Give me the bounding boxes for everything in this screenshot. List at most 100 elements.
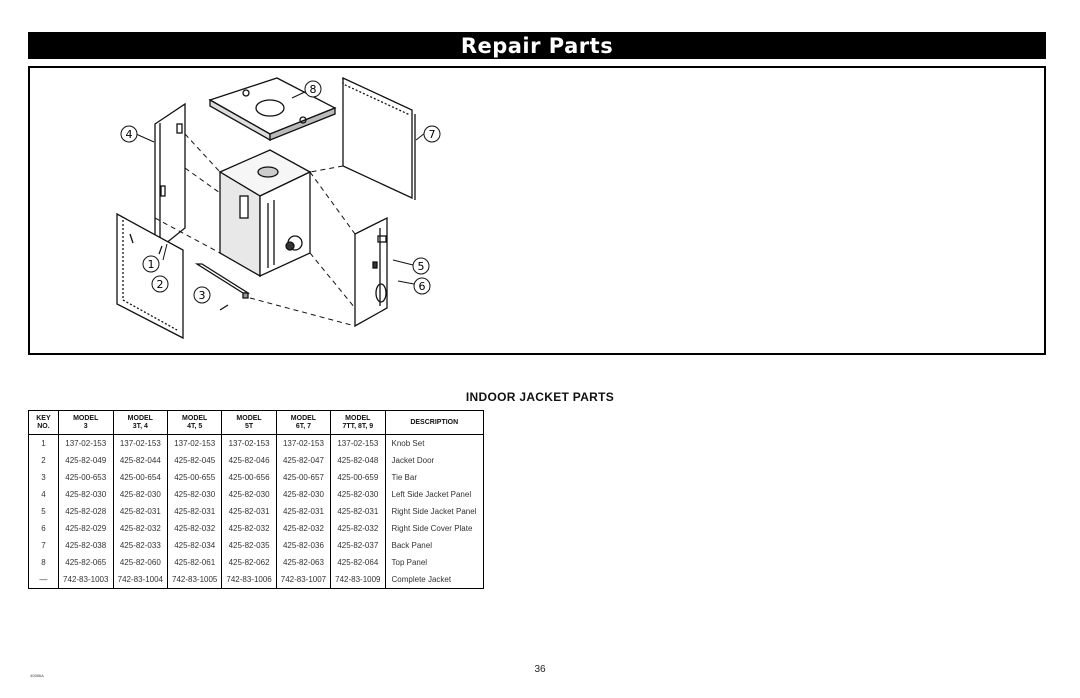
back-panel-part [342, 76, 416, 200]
part-number-cell: 425-82-065 [57, 554, 114, 571]
part-number-cell: 425-82-032 [330, 520, 385, 537]
callout-3: 3 [193, 286, 211, 304]
svg-text:2: 2 [157, 278, 164, 291]
key-number-cell: 6 [28, 520, 59, 537]
key-number-cell: — [28, 571, 59, 589]
callout-5: 5 [412, 257, 430, 275]
part-number-cell: 425-00-654 [112, 469, 168, 486]
part-number-cell: 425-82-032 [166, 520, 222, 537]
part-number-cell: 425-82-032 [112, 520, 168, 537]
part-number-cell: 742-83-1006 [221, 571, 277, 589]
description-cell: Jacket Door [384, 452, 484, 469]
part-number-cell: 425-82-034 [166, 537, 222, 554]
callout-6: 6 [413, 277, 431, 295]
callout-8: 8 [304, 80, 322, 98]
part-number-cell: 425-82-031 [221, 503, 277, 520]
part-number-cell: 425-82-060 [112, 554, 168, 571]
part-number-cell: 425-82-030 [330, 486, 385, 503]
part-number-cell: 425-00-659 [330, 469, 385, 486]
svg-text:6: 6 [419, 280, 426, 293]
part-number-cell: 742-83-1007 [275, 571, 331, 589]
callout-markers: 8 7 4 1 2 3 5 6 [120, 80, 441, 304]
key-number-cell: 5 [28, 503, 59, 520]
exploded-parts-diagram: 8 7 4 1 2 3 5 6 [28, 66, 1046, 355]
callout-4: 4 [120, 125, 138, 143]
key-number-cell: 4 [28, 486, 59, 503]
part-number-cell: 742-83-1009 [330, 571, 385, 589]
svg-text:1: 1 [148, 258, 155, 271]
part-number-cell: 742-83-1005 [166, 571, 222, 589]
jacket-exploded-view: 8 7 4 1 2 3 5 6 [116, 76, 441, 340]
part-number-cell: 425-82-032 [275, 520, 331, 537]
section-title: INDOOR JACKET PARTS [465, 390, 615, 404]
part-number-cell: 425-82-033 [112, 537, 168, 554]
part-number-cell: 137-02-153 [166, 434, 222, 452]
part-number-cell: 425-82-029 [57, 520, 114, 537]
svg-text:8: 8 [310, 83, 317, 96]
svg-text:3: 3 [199, 289, 206, 302]
svg-text:5: 5 [418, 260, 425, 273]
part-number-cell: 425-00-655 [166, 469, 222, 486]
part-number-cell: 425-82-030 [57, 486, 114, 503]
description-cell: Top Panel [384, 554, 484, 571]
description-cell: Right Side Jacket Panel [384, 503, 484, 520]
key-number-cell: 2 [28, 452, 59, 469]
part-number-cell: 425-82-031 [330, 503, 385, 520]
part-number-cell: 425-82-030 [112, 486, 168, 503]
part-number-cell: 425-82-048 [330, 452, 385, 469]
part-number-cell: 425-82-030 [275, 486, 331, 503]
description-cell: Back Panel [384, 537, 484, 554]
part-number-cell: 137-02-153 [57, 434, 114, 452]
description-cell: Left Side Jacket Panel [384, 486, 484, 503]
description-cell: Complete Jacket [384, 571, 484, 589]
part-number-cell: 425-82-032 [221, 520, 277, 537]
part-number-cell: 425-82-028 [57, 503, 114, 520]
svg-text:4: 4 [126, 128, 133, 141]
page-number: 36 [534, 664, 546, 675]
callout-2: 2 [151, 275, 169, 293]
callout-7: 7 [423, 125, 441, 143]
key-number-cell: 3 [28, 469, 59, 486]
part-number-cell: 137-02-153 [112, 434, 168, 452]
part-number-cell: 425-82-031 [275, 503, 331, 520]
banner-title: Repair Parts [460, 33, 614, 58]
part-number-cell: 425-82-038 [57, 537, 114, 554]
part-number-cell: 425-00-653 [57, 469, 114, 486]
part-number-cell: 425-82-030 [221, 486, 277, 503]
part-number-cell: 425-82-036 [275, 537, 331, 554]
header-description: DESCRIPTION [384, 410, 484, 435]
part-number-cell: 425-00-657 [275, 469, 331, 486]
part-number-cell: 425-82-031 [166, 503, 222, 520]
part-number-cell: 425-82-049 [57, 452, 114, 469]
part-number-cell: 425-82-047 [275, 452, 331, 469]
footer-code: 40586A [30, 673, 44, 678]
part-number-cell: 425-82-044 [112, 452, 168, 469]
part-number-cell: 425-82-064 [330, 554, 385, 571]
right-side-panel-part [354, 216, 388, 328]
part-number-cell: 425-82-062 [221, 554, 277, 571]
tie-bar-part [194, 263, 251, 311]
part-number-cell: 425-82-045 [166, 452, 222, 469]
part-number-cell: 425-82-031 [112, 503, 168, 520]
description-cell: Knob Set [384, 434, 484, 452]
part-number-cell: 425-82-063 [275, 554, 331, 571]
part-number-cell: 137-02-153 [275, 434, 331, 452]
part-number-cell: 425-82-046 [221, 452, 277, 469]
description-cell: Tie Bar [384, 469, 484, 486]
part-number-cell: 137-02-153 [330, 434, 385, 452]
